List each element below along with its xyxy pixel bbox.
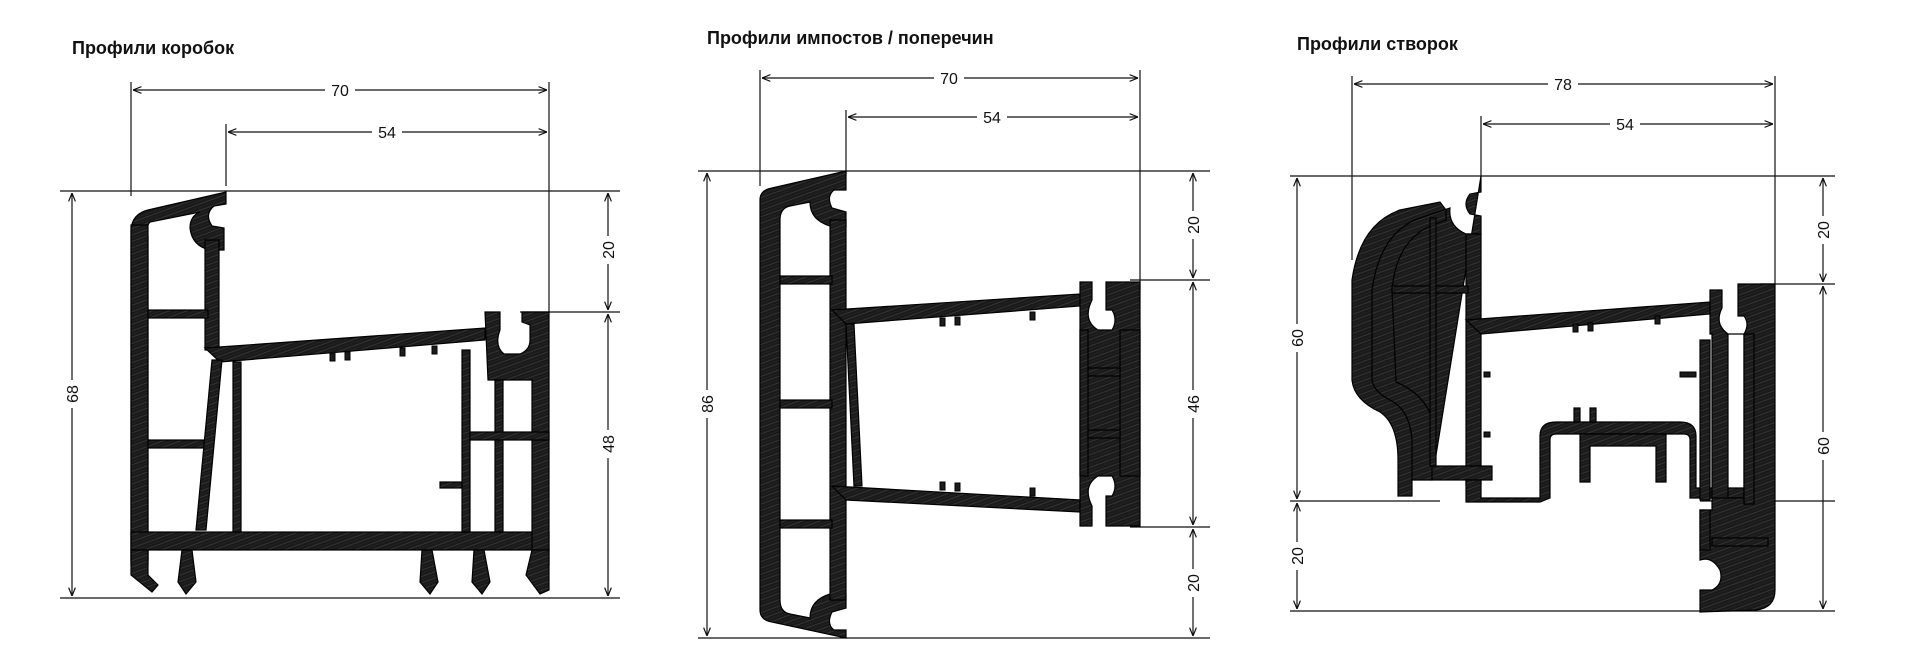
dim-height-total: 86	[697, 173, 717, 636]
svg-text:20: 20	[1186, 574, 1203, 592]
dim-left-lower: 20	[1287, 503, 1307, 609]
dim-width-total: 70	[762, 68, 1138, 88]
dim-width-inner: 54	[1483, 114, 1773, 134]
svg-text:60: 60	[1290, 329, 1307, 347]
dim-height-top: 20	[598, 193, 618, 310]
svg-text:48: 48	[601, 435, 618, 453]
panel-sash-profiles: Профили створок 78 54 60 20	[1287, 34, 1835, 613]
svg-text:54: 54	[1616, 117, 1634, 134]
svg-text:46: 46	[1186, 395, 1203, 413]
frame-profile-section	[130, 191, 550, 596]
dim-width-inner: 54	[848, 107, 1138, 127]
dim-width-total: 70	[133, 80, 547, 100]
sash-profile-section	[1351, 175, 1776, 613]
dim-width-total: 78	[1354, 74, 1773, 94]
svg-text:20: 20	[1290, 547, 1307, 565]
dim-left-upper: 60	[1287, 178, 1307, 499]
mullion-profile-section	[759, 170, 1141, 639]
dim-right-top: 20	[1813, 178, 1833, 282]
panel-title: Профили створок	[1297, 34, 1459, 54]
dim-height-mid: 46	[1183, 282, 1203, 525]
svg-text:68: 68	[65, 385, 82, 403]
dim-height-top: 20	[1183, 173, 1203, 278]
svg-text:60: 60	[1816, 437, 1833, 455]
svg-text:78: 78	[1554, 77, 1572, 94]
panel-title: Профили импостов / поперечин	[707, 28, 994, 48]
dim-height-bottom: 48	[598, 314, 618, 596]
svg-text:54: 54	[378, 125, 396, 142]
dim-right-bottom: 60	[1813, 286, 1833, 609]
panel-mullion-profiles: Профили импостов / поперечин 70 54 86 20	[697, 28, 1210, 639]
svg-text:70: 70	[331, 83, 349, 100]
svg-text:20: 20	[601, 241, 618, 259]
svg-text:54: 54	[983, 110, 1001, 127]
dim-height-bottom: 20	[1183, 529, 1203, 636]
svg-text:86: 86	[700, 395, 717, 413]
panel-title: Профили коробок	[72, 38, 235, 58]
dim-width-inner: 54	[228, 122, 547, 142]
svg-text:70: 70	[940, 71, 958, 88]
svg-text:20: 20	[1816, 221, 1833, 239]
panel-frame-profiles: Профили коробок 70 54 68 20	[60, 38, 620, 599]
svg-text:20: 20	[1186, 216, 1203, 234]
dim-height-total: 68	[62, 193, 82, 596]
